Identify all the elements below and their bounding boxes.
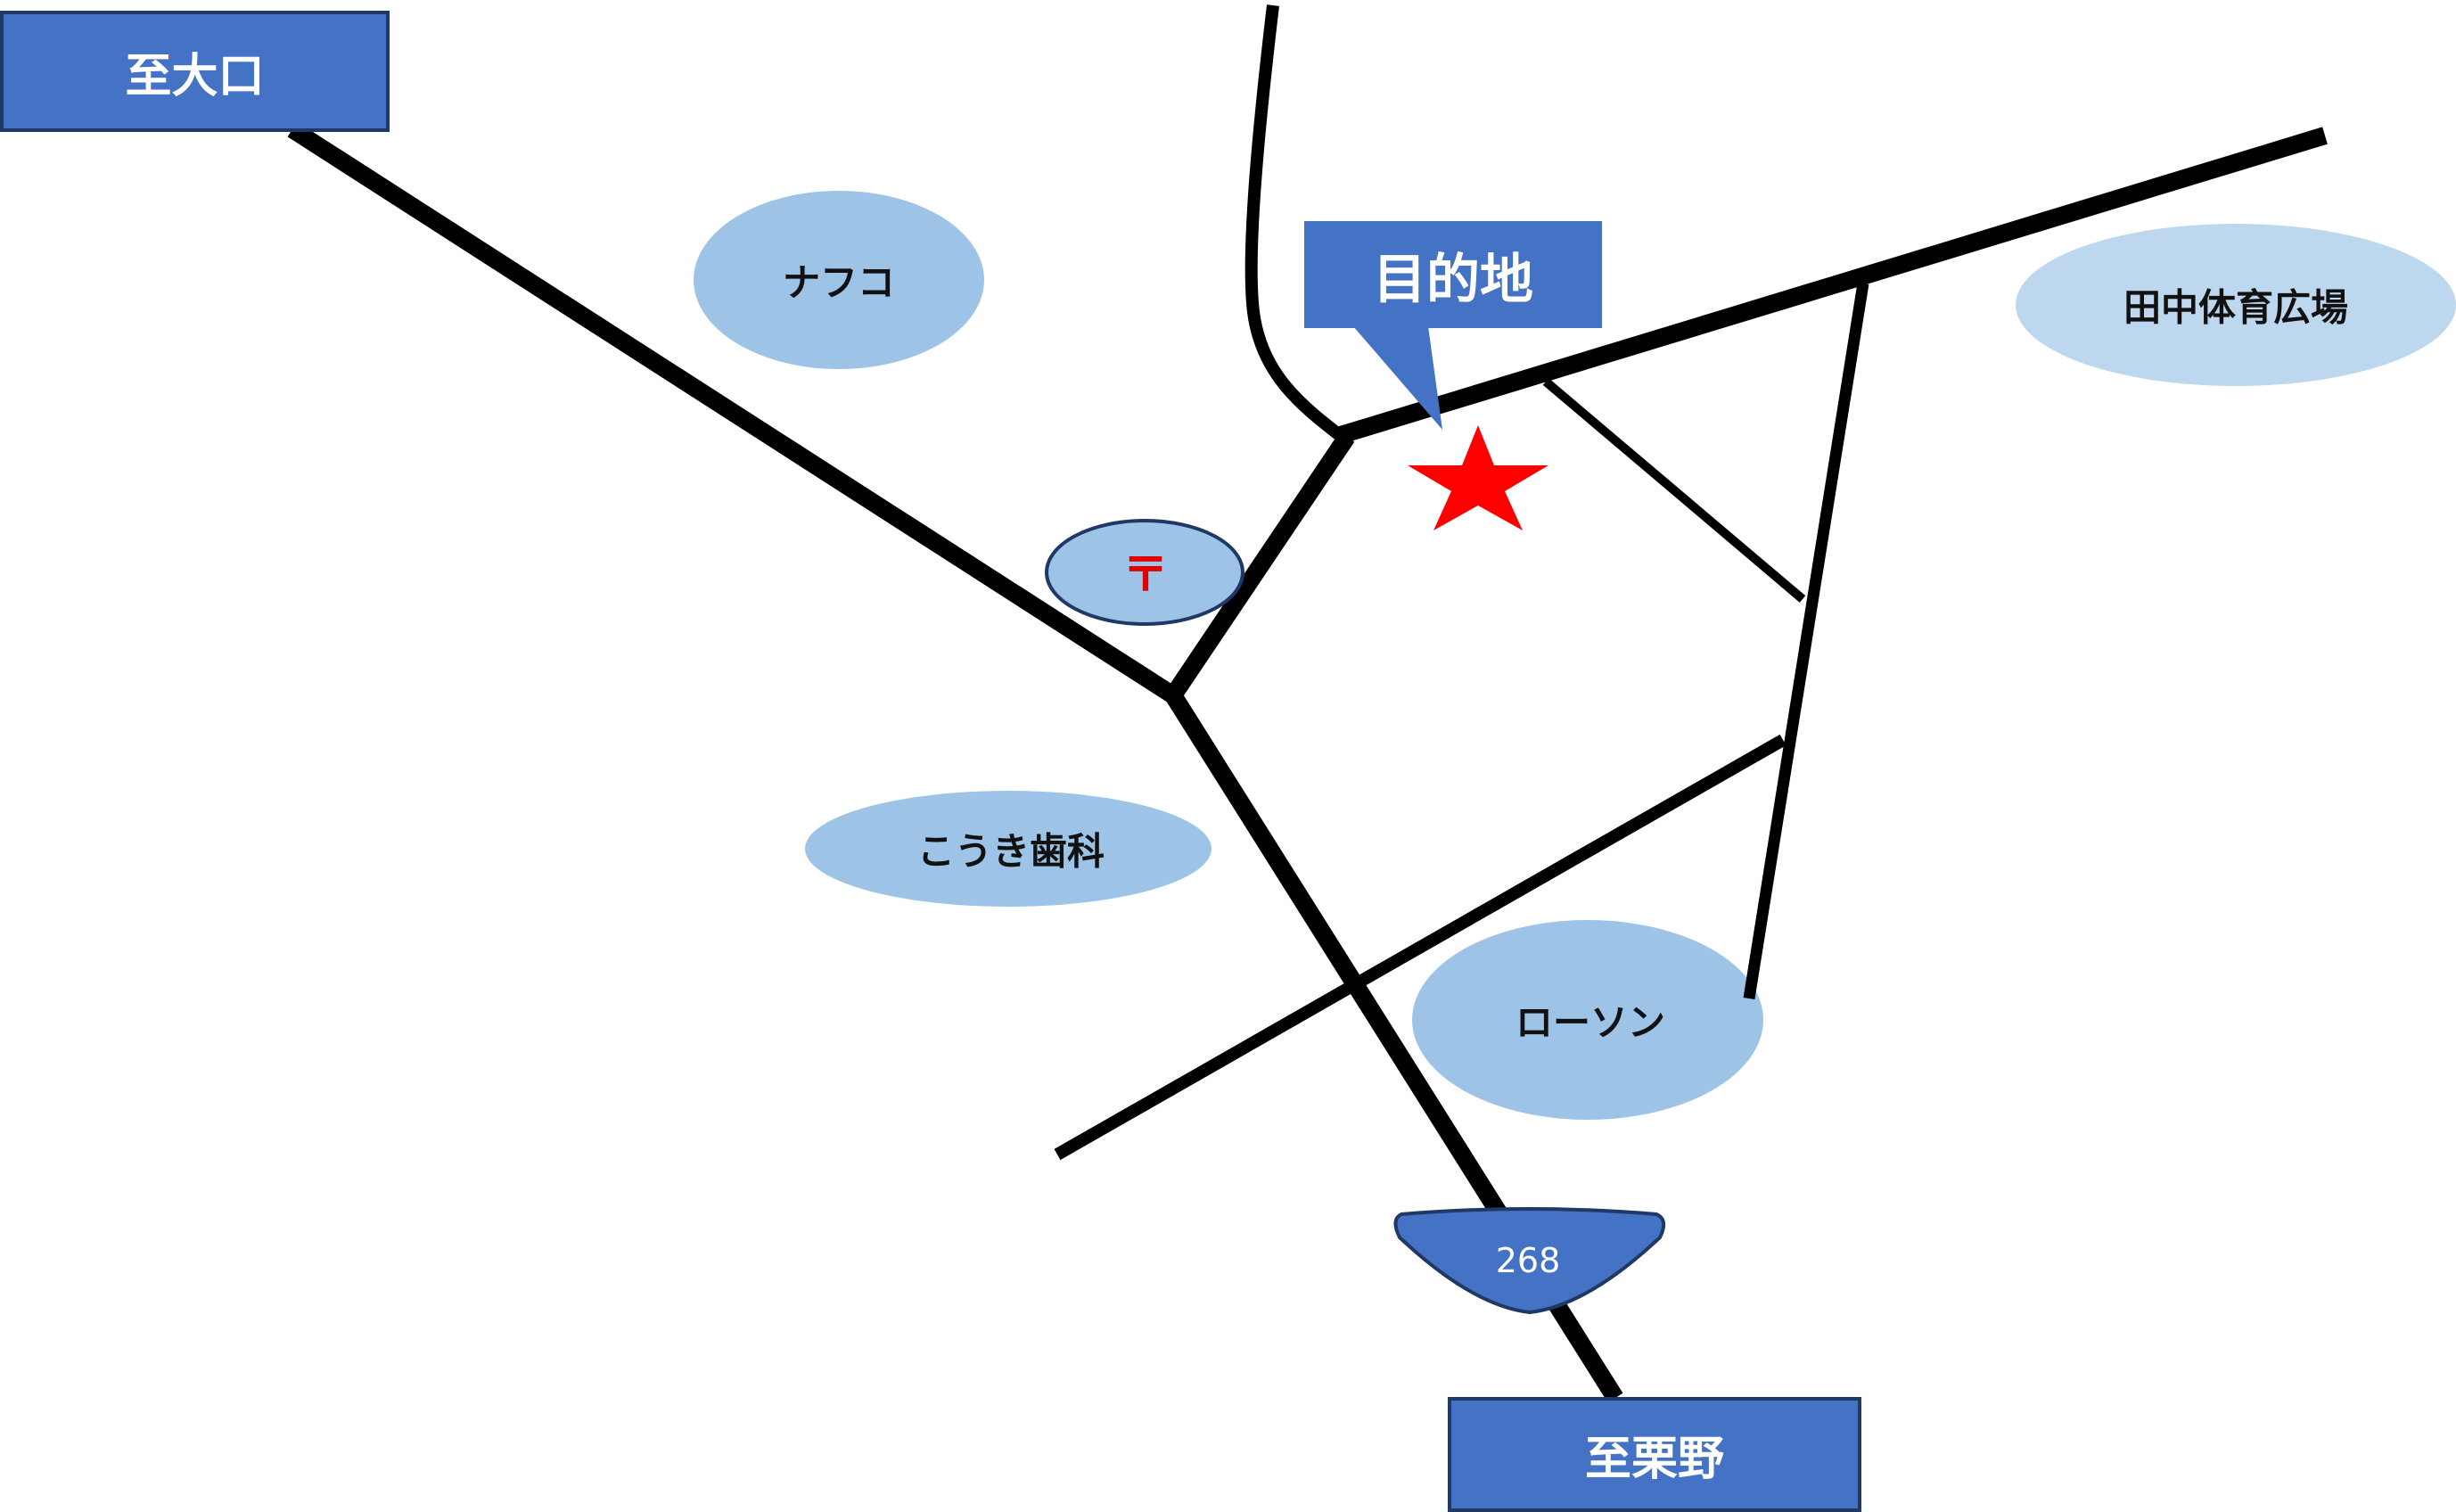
star-icon (1408, 425, 1548, 530)
road-crossing (1054, 734, 1787, 1161)
destination-callout: 目的地 (1304, 221, 1602, 328)
roads (287, 4, 2328, 1403)
route-number-label: 268 (1495, 1241, 1561, 1280)
road-northwest (287, 121, 1179, 703)
landmark-koki-dental-label: こうき歯科 (916, 829, 1105, 874)
landmark-nafuko-shape (694, 191, 984, 369)
landmark-tanaka-field-label: 田中体育広場 (2123, 285, 2349, 330)
route-shield-icon (1393, 1207, 1666, 1315)
road-east-branch (1542, 378, 1806, 603)
landmark-tanaka-field-shape (2016, 224, 2456, 386)
road-center-diagonal (1165, 431, 1355, 701)
landmark-nafuko-label: ナフコ (782, 260, 896, 305)
landmark-lawson-shape (1412, 920, 1763, 1120)
sign-to-south: 至栗野 (1448, 1397, 1861, 1512)
landmark-koki-dental-shape (805, 791, 1212, 907)
road-north (1244, 4, 1346, 442)
landmark-lawson-label: ローソン (1515, 1000, 1666, 1045)
post-office-icon: 〒 (1121, 548, 1170, 603)
destination-callout-pointer (1353, 326, 1442, 430)
road-east-vertical (1743, 282, 1869, 1000)
road-northeast (1338, 127, 2328, 444)
sign-to-north-west: 至大口 (0, 11, 390, 132)
post-office-shape (1045, 519, 1244, 626)
